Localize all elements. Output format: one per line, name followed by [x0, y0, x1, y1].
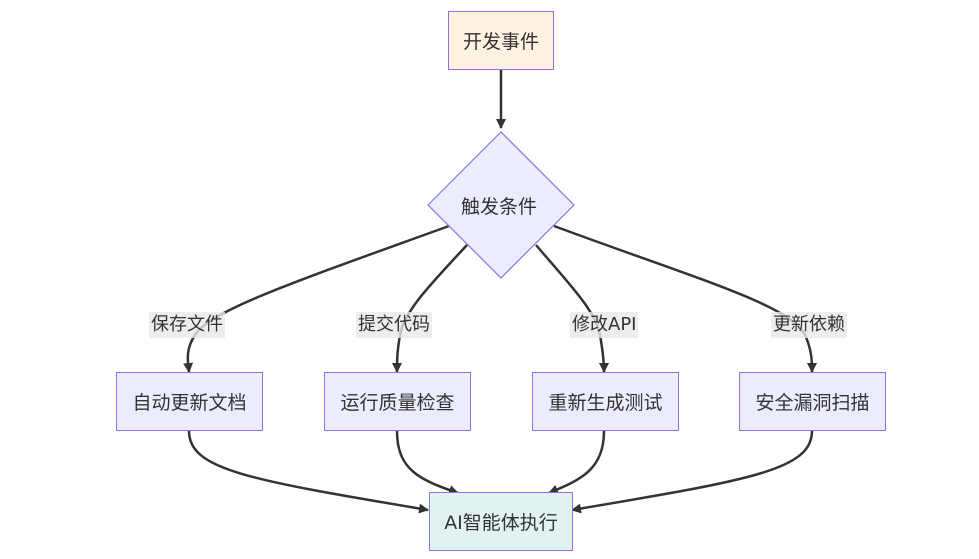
action-node-tests: 重新生成测试: [532, 372, 679, 431]
action-node-quality-label: 运行质量检查: [340, 392, 455, 414]
action-node-security: 安全漏洞扫描: [739, 372, 886, 431]
end-node-label: AI智能体执行: [444, 512, 558, 534]
edge-docs-to-end: [187, 430, 429, 514]
edge-decision-to-quality: [392, 244, 468, 373]
end-node: AI智能体执行: [429, 492, 573, 551]
action-node-docs-label: 自动更新文档: [132, 392, 247, 414]
edge-decision-to-tests: [535, 244, 609, 373]
edge-quality-to-end: [395, 430, 459, 495]
edge-decision-to-security: [553, 224, 817, 373]
edge-label-update-deps: 更新依赖: [771, 312, 847, 338]
edge-label-modify-api: 修改API: [570, 312, 639, 338]
edge-tests-to-end: [548, 430, 606, 495]
edge-decision-to-docs: [183, 224, 450, 373]
decision-diamond: [427, 131, 575, 279]
action-node-tests-label: 重新生成测试: [548, 392, 663, 414]
edge-label-save-file: 保存文件: [149, 312, 225, 338]
start-node-label: 开发事件: [462, 31, 539, 53]
edge-label-commit-code: 提交代码: [356, 312, 432, 338]
action-node-docs: 自动更新文档: [116, 372, 263, 431]
start-node: 开发事件: [448, 11, 554, 70]
decision-node-label: 触发条件: [461, 196, 538, 218]
action-node-quality: 运行质量检查: [324, 372, 471, 431]
action-node-security-label: 安全漏洞扫描: [755, 392, 870, 414]
edge-security-to-end: [571, 430, 814, 514]
